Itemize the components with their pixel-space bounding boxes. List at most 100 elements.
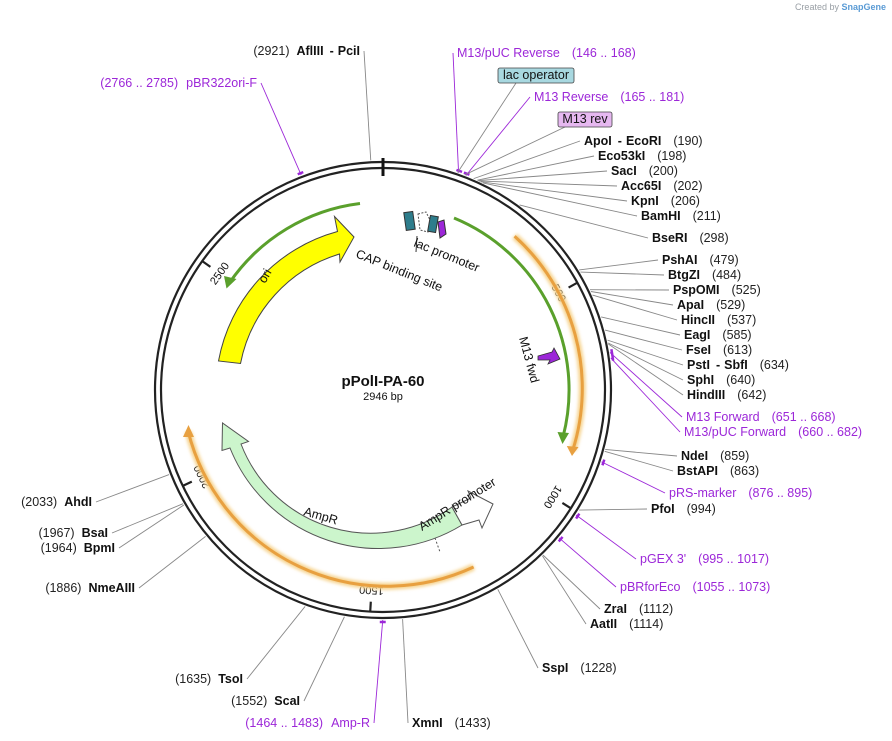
leader-ndei <box>605 448 678 457</box>
enzyme-pspomi-name: PspOMI <box>673 283 720 297</box>
primer-pbrforeco-name: pBRforEco <box>620 580 680 594</box>
leader-m13-puc-forward <box>610 357 681 433</box>
leader-acc65i <box>479 180 618 187</box>
tick-1000 <box>561 502 572 510</box>
leader-eco53ki <box>477 155 595 181</box>
enzyme-hincii-name: HincII <box>681 313 715 327</box>
primer-pbr322ori-f-range: (2766 .. 2785) <box>100 76 178 90</box>
enzyme-apoi-pos: (190) <box>673 134 702 148</box>
enzyme-sphi-pos: (640) <box>726 373 755 387</box>
leader-pshai <box>579 259 659 271</box>
enzyme-label-tsoi: (1635) TsoI <box>175 672 243 686</box>
enzyme-bsai-name: BsaI <box>82 526 108 540</box>
enzyme-bpmi-pos: (1964) <box>41 541 77 555</box>
enzyme-label-ahdi: (2033)AhdI <box>21 495 92 509</box>
leader-saci <box>478 170 608 182</box>
leader-apai <box>590 291 674 306</box>
enzyme-tsoi-name: TsoI <box>218 672 243 686</box>
enzyme-label-bamhi: BamHI(211) <box>641 209 721 223</box>
enzyme-label-bstapi: BstAPI(863) <box>677 464 759 478</box>
plasmid-name: pPolI-PA-60 <box>341 373 424 390</box>
enzyme-hindiii-name: HindIII <box>687 388 725 402</box>
enzyme-pfoi-pos: (994) <box>687 502 716 516</box>
m13-fwd-green-head <box>557 432 569 444</box>
primer-pgex-3-range: (995 .. 1017) <box>698 552 769 566</box>
enzyme-label-zrai: ZraI(1112) <box>604 602 673 616</box>
outer-labels: (2921)AflIII-PciI ApoI-EcoRI(190)Eco53kI(… <box>21 44 862 730</box>
enzyme-tsoi-pos: (1635) <box>175 672 211 686</box>
primer-label-m13-puc-forward: M13/pUC Forward(660 .. 682) <box>684 425 862 439</box>
leader-bamhi <box>482 182 638 217</box>
enzyme-nmeaiii-pos: (1886) <box>45 581 81 595</box>
primer-m13-forward-name: M13 Forward <box>686 410 760 424</box>
leader-fsei <box>604 329 683 351</box>
enzyme-psti-name: PstI <box>687 358 710 372</box>
leader-bpmi <box>118 504 185 549</box>
leader-sspi <box>497 589 539 669</box>
tick-500 <box>568 281 578 289</box>
box-m13-rev <box>557 111 613 128</box>
enzyme-label-nmeaiii: (1886) NmeAIII <box>45 581 135 595</box>
primer-m13-reverse-name: M13 Reverse <box>534 90 608 104</box>
orange-arc-bottom-glow <box>184 430 476 590</box>
primer-pbr322ori-f-name: pBR322ori-F <box>186 76 257 90</box>
primer-amp-r-range: (1464 .. 1483) <box>245 716 323 730</box>
leader-hincii <box>592 294 678 321</box>
enzyme-saci-pos: (200) <box>649 164 678 178</box>
enzyme-bseri-name: BseRI <box>652 231 687 245</box>
snapgene-credit: Created by SnapGene <box>795 2 886 12</box>
enzyme-label-apai: ApaI(529) <box>677 298 745 312</box>
primer-m13-puc-forward-range: (660 .. 682) <box>798 425 862 439</box>
enzyme-label-hindiii: HindIII (642) <box>687 388 766 402</box>
leader-bseri <box>519 204 649 239</box>
primer-pbrforeco-range: (1055 .. 1073) <box>692 580 770 594</box>
leader-pbr322ori-f <box>260 82 302 176</box>
primer-m13-puc-reverse-range: (146 .. 168) <box>572 46 636 60</box>
enzyme-afliii-name2: PciI <box>338 44 360 58</box>
leader-box-m13-rev <box>464 126 566 176</box>
leader-xmni <box>402 619 409 724</box>
leader-bsai <box>111 503 184 534</box>
enzyme-label-eco53ki: Eco53kI(198) <box>598 149 686 163</box>
ori-feature-arrow <box>217 214 355 365</box>
ampr-junction-dash <box>434 537 441 553</box>
box-label-m13-rev: M13 rev <box>562 112 608 126</box>
enzyme-xmni-name: XmnI <box>412 716 443 730</box>
primer-pgex-3-name: pGEX 3' <box>640 552 686 566</box>
feature-label-lac-promoter: lac promoter <box>412 236 482 275</box>
enzyme-label-scai: (1552)ScaI <box>231 694 300 708</box>
enzyme-label-apoi: ApoI-EcoRI(190) <box>584 134 703 148</box>
orange-arc-right-head <box>566 446 579 456</box>
orange-arc-bottom-head <box>183 425 194 437</box>
orange-arc-right <box>513 235 584 451</box>
enzyme-acc65i-pos: (202) <box>673 179 702 193</box>
primer-mark-m13-puc-reverse <box>456 168 463 174</box>
enzyme-psti-name2: SbfI <box>724 358 748 372</box>
tick-1500 <box>369 601 372 612</box>
leader-hindiii <box>608 343 684 396</box>
leader-pfoi <box>579 508 648 511</box>
cap-leader-line <box>415 235 418 253</box>
enzyme-bpmi-name: BpmI <box>84 541 115 555</box>
primer-label-m13-puc-reverse: M13/pUC Reverse(146 .. 168) <box>457 46 636 60</box>
enzyme-zrai-pos: (1112) <box>639 602 673 616</box>
enzyme-label-afliii: (2921)AflIII-PciI <box>253 44 360 58</box>
primer-m13-forward-range: (651 .. 668) <box>772 410 836 424</box>
enzyme-label-psti: PstI-SbfI(634) <box>687 358 789 372</box>
ori-green-arc <box>228 202 361 283</box>
leader-afliii <box>363 50 372 161</box>
leader-pbrforeco <box>558 537 617 588</box>
enzyme-bamhi-pos: (211) <box>693 209 721 223</box>
enzyme-nmeaiii-name: NmeAIII <box>88 581 135 595</box>
plasmid-length: 2946 bp <box>363 391 403 403</box>
enzyme-pspomi-pos: (525) <box>732 283 761 297</box>
tick-2500 <box>201 260 212 268</box>
enzyme-kpni-name: KpnI <box>631 194 659 208</box>
m13-fwd-arrow <box>537 347 561 365</box>
enzyme-label-bpmi: (1964) BpmI <box>41 541 115 555</box>
enzyme-label-hincii: HincII(537) <box>681 313 756 327</box>
enzyme-hindiii-pos: (642) <box>737 388 766 402</box>
enzyme-label-acc65i: Acc65I(202) <box>621 179 703 193</box>
enzyme-kpni-pos: (206) <box>671 194 700 208</box>
